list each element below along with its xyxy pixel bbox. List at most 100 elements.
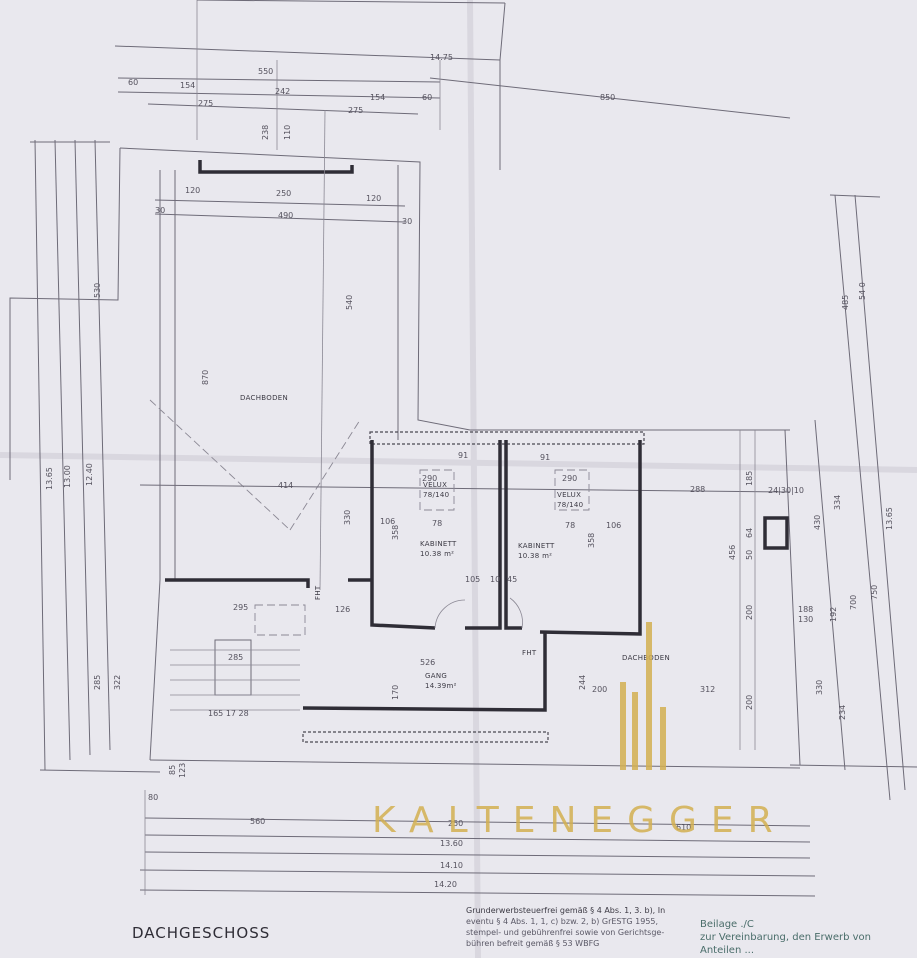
dim-label: 234 xyxy=(838,705,847,720)
dim-label: 154 xyxy=(370,93,385,102)
dim-label: 414 xyxy=(278,481,293,490)
gang-area: 14.39m² xyxy=(425,682,457,690)
dim-label: 78 xyxy=(432,519,442,528)
room-label-dachboden: DACHBODEN xyxy=(622,654,670,662)
dim-label: 85 xyxy=(168,765,177,775)
dim-label: 285 xyxy=(93,675,102,690)
dim-label: 130 xyxy=(798,615,813,624)
dim-label: 78 xyxy=(565,521,575,530)
dim-label: 91 xyxy=(540,453,550,462)
gang-label: GANG xyxy=(425,672,447,680)
dim-label: 244 xyxy=(578,675,587,690)
kabinett-label: KABINETT xyxy=(420,540,457,548)
dim-label: 550 xyxy=(258,67,273,76)
dim-label: 110 xyxy=(283,125,292,140)
gang-walls xyxy=(149,578,801,769)
kabinett-area: 10.38 m² xyxy=(518,552,552,560)
dim-label: 54 0 xyxy=(858,282,867,300)
dim-label: 870 xyxy=(201,370,210,385)
kabinett-label: KABINETT xyxy=(518,542,555,550)
dim-label: 242 xyxy=(275,87,290,96)
dim-label: 330 xyxy=(815,680,824,695)
dim-label: 185 xyxy=(745,471,754,486)
beilage-line: Anteilen ... xyxy=(700,945,755,956)
dim-label: 322 xyxy=(113,675,122,690)
right-dimensions xyxy=(789,194,917,801)
dim-label: 200 xyxy=(745,605,754,620)
dim-label: 14.20 xyxy=(434,880,457,889)
stamp-line: bühren befreit gemäß § 53 WBFG xyxy=(466,939,600,948)
dim-label: 200 xyxy=(745,695,754,710)
dim-label: 850 xyxy=(600,93,615,102)
dim-label: 200 xyxy=(592,685,607,694)
dim-label: 358 xyxy=(391,525,400,540)
dim-label: 13.65 xyxy=(45,467,54,490)
dim-label: 250 xyxy=(276,189,291,198)
dim-label: 80 xyxy=(148,793,158,802)
brand-logo-mark xyxy=(620,622,666,770)
dim-label: 50 xyxy=(745,550,754,560)
dim-label: 358 xyxy=(587,533,596,548)
dim-label: 540 xyxy=(345,295,354,310)
stamp-line: eventu § 4 Abs. 1, 1, c) bzw. 2, b) GrES… xyxy=(466,917,659,926)
dim-label: 60 xyxy=(422,93,432,102)
dim-label: 334 xyxy=(833,495,842,510)
dim-label: 290 xyxy=(422,474,437,483)
dim-label: 14.75 xyxy=(430,53,453,62)
dim-label: 170 xyxy=(391,685,400,700)
dim-label: 45 xyxy=(507,575,517,584)
dim-label: 64 xyxy=(745,528,754,538)
dim-label: 120 xyxy=(185,186,200,195)
dim-label: 700 xyxy=(849,595,858,610)
dim-label: 430 xyxy=(813,515,822,530)
dim-label: 192 xyxy=(829,607,838,622)
beilage-line: zur Vereinbarung, den Erwerb von xyxy=(700,932,872,943)
room-label-dachboden: DACHBODEN xyxy=(240,394,288,402)
velux-label: VELUX xyxy=(557,491,581,499)
top-dimensions xyxy=(114,0,791,170)
dim-label: 490 xyxy=(278,211,293,220)
fht-label: FHT xyxy=(314,585,322,600)
velux-size: 78/140 xyxy=(557,501,583,509)
dim-label: 165 17 28 xyxy=(208,709,249,718)
dim-label: 13.65 xyxy=(885,507,894,530)
dim-label: 485 xyxy=(841,295,850,310)
dachboden-upper-walls xyxy=(9,109,471,591)
dim-label: 14.10 xyxy=(440,861,463,870)
dim-label: 610 xyxy=(676,823,691,832)
brand-watermark: KALTENEGGER xyxy=(372,800,787,841)
dim-label: 560 xyxy=(250,817,265,826)
dim-label: 285 xyxy=(228,653,243,662)
dim-label: 13.60 xyxy=(440,839,463,848)
dim-label: 275 xyxy=(198,99,213,108)
dim-label: 60 xyxy=(128,78,138,87)
dim-label: 106 xyxy=(380,517,395,526)
beilage-line: Beilage ./C xyxy=(700,919,754,930)
dim-label: 188 xyxy=(798,605,813,614)
stamp-line: Grunderwerbsteuerfrei gemäß § 4 Abs. 1, … xyxy=(466,906,666,915)
dim-label: 126 xyxy=(335,605,350,614)
beilage-note: Beilage ./C zur Vereinbarung, den Erwerb… xyxy=(700,918,915,957)
dim-label: 30 xyxy=(402,217,412,226)
dim-label: 13.00 xyxy=(63,465,72,488)
kabinett-walls xyxy=(369,431,645,636)
dim-label: 10 xyxy=(490,575,500,584)
dim-label: 30 xyxy=(155,206,165,215)
dim-label: 456 xyxy=(728,545,737,560)
dim-label: 120 xyxy=(366,194,381,203)
bottom-dimensions xyxy=(139,790,816,897)
dim-label: 275 xyxy=(348,106,363,115)
stamp-line: stempel- und gebührenfrei sowie von Geri… xyxy=(466,928,665,937)
dim-label: 750 xyxy=(870,585,879,600)
dim-label: 526 xyxy=(420,658,435,667)
dachboden-right-walls xyxy=(470,429,801,766)
dim-label: 154 xyxy=(180,81,195,90)
tax-stamp: Grunderwerbsteuerfrei gemäß § 4 Abs. 1, … xyxy=(466,905,696,949)
dim-label: 250 xyxy=(448,819,463,828)
dim-label: 295 xyxy=(233,603,248,612)
dim-label: 106 xyxy=(606,521,621,530)
dim-label: 330 xyxy=(343,510,352,525)
dim-label: 312 xyxy=(700,685,715,694)
dim-label: 105 xyxy=(465,575,480,584)
